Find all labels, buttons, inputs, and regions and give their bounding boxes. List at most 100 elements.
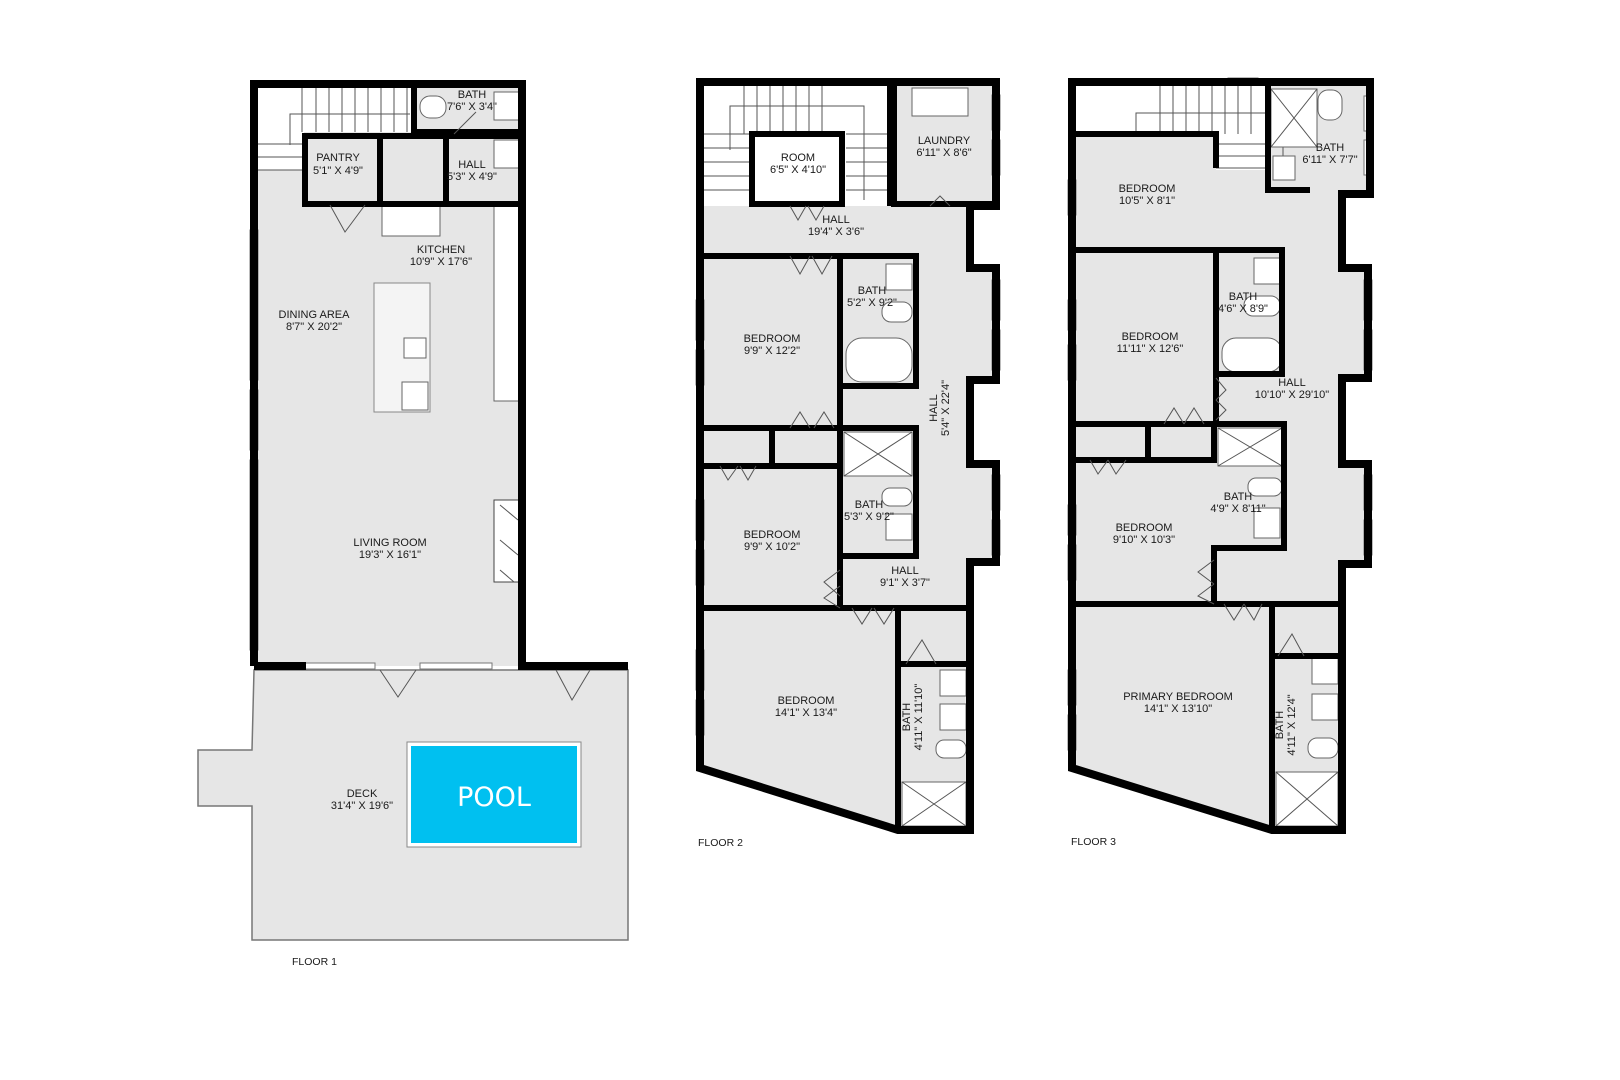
svg-text:PRIMARY BEDROOM: PRIMARY BEDROOM (1123, 691, 1233, 703)
room-name: BEDROOM (1116, 522, 1173, 534)
svg-text:BATH: BATH (458, 89, 487, 101)
svg-text:6'11" X 7'7": 6'11" X 7'7" (1302, 154, 1357, 166)
floor-3: BATH 6'11" X 7'7" BEDROOM 10'5" X 8'1" B… (1067, 77, 1374, 848)
room-name: BATH (858, 285, 887, 297)
svg-text:BATH: BATH (1316, 142, 1345, 154)
floor-3-labels: BATH 6'11" X 7'7" BEDROOM 10'5" X 8'1" B… (1113, 142, 1358, 756)
svg-text:LIVING ROOM: LIVING ROOM (353, 537, 426, 549)
room-name: BATH (855, 499, 884, 511)
floor-label: FLOOR 3 (1071, 836, 1116, 848)
svg-text:BEDROOM: BEDROOM (1122, 331, 1179, 343)
room-dims: 10'9" X 17'6" (410, 256, 472, 268)
svg-text:31'4" X 19'6": 31'4" X 19'6" (331, 800, 393, 812)
svg-text:7'6" X 3'4": 7'6" X 3'4" (447, 101, 497, 113)
svg-text:9'9" X 10'2": 9'9" X 10'2" (744, 541, 800, 553)
room-dims: 19'4" X 3'6" (808, 226, 864, 238)
svg-text:BATH4'11" X 11'10": BATH4'11" X 11'10" (901, 684, 925, 751)
room-name: HALL (822, 214, 850, 226)
svg-text:BATH: BATH (1229, 291, 1258, 303)
svg-text:BEDROOM: BEDROOM (744, 333, 801, 345)
room-name: HALL (891, 565, 919, 577)
room-dims: 4'11" X 12'4" (1286, 694, 1298, 755)
svg-text:PANTRY: PANTRY (316, 152, 360, 164)
room-name: DECK (347, 788, 378, 800)
floor-1: POOL BATH 7'6" X 3'4" PANTRY (197, 80, 629, 968)
room-dims: 5'1" X 4'9" (313, 165, 363, 177)
room-name: BATH (458, 89, 487, 101)
svg-text:5'3" X 9'2": 5'3" X 9'2" (844, 511, 894, 523)
room-name: BATH (1274, 711, 1286, 740)
room-name: BEDROOM (744, 529, 801, 541)
svg-text:DINING AREA: DINING AREA (279, 309, 351, 321)
svg-text:BATH: BATH (1224, 491, 1253, 503)
floor-2-labels: ROOM 6'5" X 4'10" LAUNDRY 6'11" X 8'6" H… (744, 135, 972, 750)
svg-text:KITCHEN: KITCHEN (417, 244, 465, 256)
pool-label: POOL (457, 782, 531, 813)
svg-text:19'4" X 3'6": 19'4" X 3'6" (808, 226, 864, 238)
svg-text:5'3" X 4'9": 5'3" X 4'9" (447, 171, 497, 183)
room-name: BATH (901, 703, 913, 732)
svg-text:8'7" X 20'2": 8'7" X 20'2" (286, 321, 342, 333)
room-dims: 9'9" X 12'2" (744, 345, 800, 357)
floor-label: FLOOR 2 (698, 837, 743, 849)
room-dims: 4'11" X 11'10" (913, 684, 925, 751)
room-name: LAUNDRY (918, 135, 971, 147)
svg-text:BATH4'11" X 12'4": BATH4'11" X 12'4" (1274, 694, 1298, 755)
svg-text:BEDROOM: BEDROOM (744, 529, 801, 541)
room-name: BATH (1316, 142, 1345, 154)
room-name: DINING AREA (279, 309, 351, 321)
room-dims: 8'7" X 20'2" (286, 321, 342, 333)
svg-text:4'6" X 8'9": 4'6" X 8'9" (1218, 303, 1268, 315)
room-name: BATH (1229, 291, 1258, 303)
room-dims: 4'9" X 8'11" (1210, 503, 1265, 515)
room-name: LIVING ROOM (353, 537, 426, 549)
svg-text:LAUNDRY: LAUNDRY (918, 135, 971, 147)
svg-text:5'2" X 9'2": 5'2" X 9'2" (847, 297, 897, 309)
room-dims: 14'1" X 13'4" (775, 707, 837, 719)
room-name: ROOM (781, 152, 815, 164)
room-dims: 9'1" X 3'7" (880, 577, 930, 589)
svg-text:BATH: BATH (858, 285, 887, 297)
room-dims: 6'5" X 4'10" (770, 164, 826, 176)
svg-text:14'1" X 13'10": 14'1" X 13'10" (1144, 703, 1212, 715)
svg-text:DECK: DECK (347, 788, 378, 800)
svg-text:BEDROOM: BEDROOM (1119, 183, 1176, 195)
svg-text:9'9" X 12'2": 9'9" X 12'2" (744, 345, 800, 357)
room-dims: 10'5" X 8'1" (1119, 195, 1175, 207)
room-name: HALL (928, 394, 940, 422)
room-name: PANTRY (316, 152, 360, 164)
room-name: BEDROOM (1119, 183, 1176, 195)
svg-text:14'1" X 13'4": 14'1" X 13'4" (775, 707, 837, 719)
svg-text:HALL5'4" X 22'4": HALL5'4" X 22'4" (928, 380, 952, 436)
room-dims: 5'2" X 9'2" (847, 297, 897, 309)
svg-text:5'1" X 4'9": 5'1" X 4'9" (313, 165, 363, 177)
room-name: HALL (458, 159, 486, 171)
room-dims: 9'9" X 10'2" (744, 541, 800, 553)
room-dims: 5'4" X 22'4" (940, 380, 952, 436)
room-dims: 4'6" X 8'9" (1218, 303, 1268, 315)
room-dims: 14'1" X 13'10" (1144, 703, 1212, 715)
svg-text:HALL: HALL (891, 565, 919, 577)
svg-text:HALL: HALL (458, 159, 486, 171)
room-dims: 5'3" X 4'9" (447, 171, 497, 183)
stairs-icon (258, 88, 410, 171)
svg-text:4'9" X 8'11": 4'9" X 8'11" (1210, 503, 1265, 515)
svg-text:10'10" X 29'10": 10'10" X 29'10" (1255, 389, 1329, 401)
svg-text:BEDROOM: BEDROOM (778, 695, 835, 707)
room-name: BEDROOM (744, 333, 801, 345)
room-dims: 31'4" X 19'6" (331, 800, 393, 812)
svg-text:6'11" X 8'6": 6'11" X 8'6" (916, 147, 971, 159)
room-dims: 10'10" X 29'10" (1255, 389, 1329, 401)
floor-label: FLOOR 1 (292, 956, 337, 968)
svg-text:10'9" X 17'6": 10'9" X 17'6" (410, 256, 472, 268)
room-name: BEDROOM (778, 695, 835, 707)
stairs-icon (704, 86, 890, 200)
svg-text:9'1" X 3'7": 9'1" X 3'7" (880, 577, 930, 589)
room-dims: 11'11" X 12'6" (1117, 343, 1184, 355)
svg-text:9'10" X 10'3": 9'10" X 10'3" (1113, 534, 1175, 546)
room-dims: 6'11" X 8'6" (916, 147, 971, 159)
svg-text:BATH: BATH (855, 499, 884, 511)
svg-text:19'3" X 16'1": 19'3" X 16'1" (359, 549, 421, 561)
room-name: BATH (1224, 491, 1253, 503)
